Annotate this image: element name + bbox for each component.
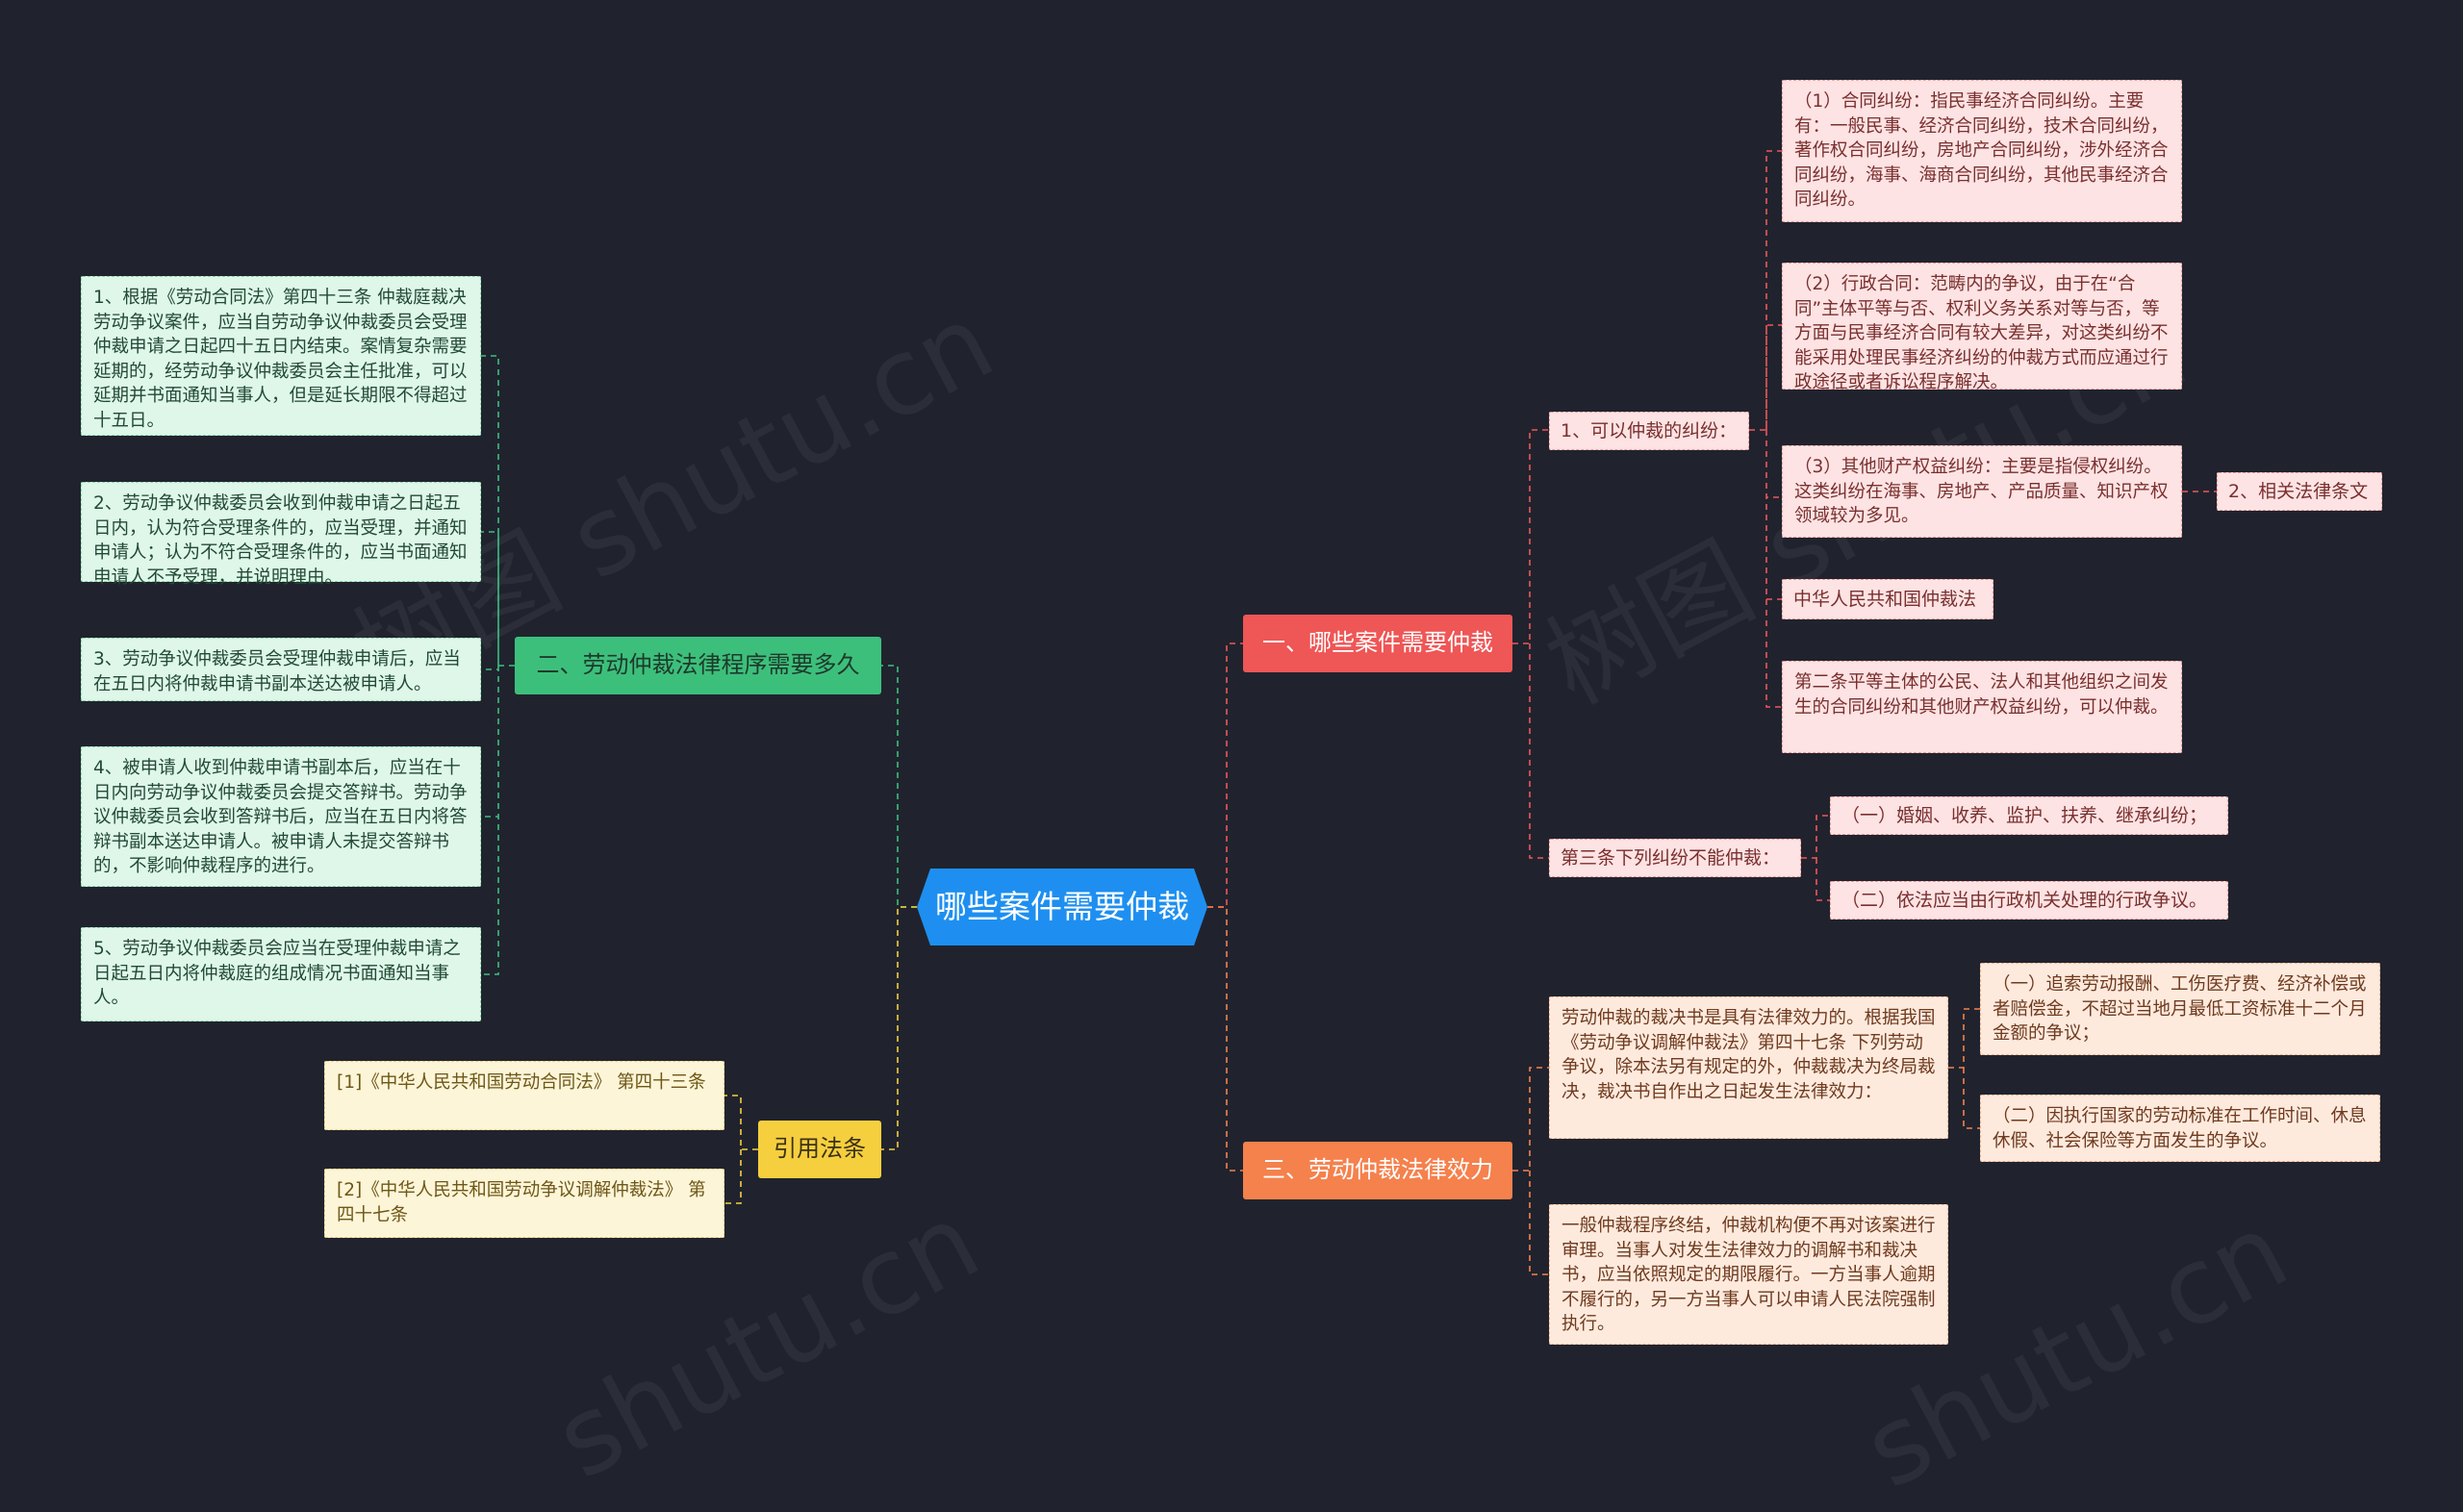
connector-b2-children	[481, 355, 515, 975]
node-award-effect[interactable]: 劳动仲裁的裁决书是具有法律效力的。根据我国《劳动争议调解仲裁法》第四十七条 下列…	[1549, 996, 1948, 1139]
node-contract-disputes[interactable]: （1）合同纠纷：指民事经济合同纠纷。主要有：一般民事、经济合同纠纷，技术合同纠纷…	[1782, 80, 2182, 222]
node-arbitration-law[interactable]: 中华人民共和国仲裁法	[1782, 579, 1993, 619]
node-administrative-disputes[interactable]: （二）依法应当由行政机关处理的行政争议。	[1830, 881, 2228, 920]
root-node[interactable]: 哪些案件需要仲裁	[917, 869, 1207, 945]
connector-disan-children	[1801, 815, 1830, 901]
connector-b1-disan	[1529, 643, 1549, 859]
node-procedure-step-5[interactable]: 5、劳动争议仲裁委员会应当在受理仲裁申请之日起五日内将仲裁庭的组成情况书面通知当…	[81, 927, 481, 1021]
node-arbitrable-disputes[interactable]: 1、可以仲裁的纠纷：	[1549, 412, 1749, 450]
branch-which-cases[interactable]: 一、哪些案件需要仲裁	[1243, 615, 1512, 672]
connector-root-b1	[1207, 643, 1243, 908]
connector-b3-children	[724, 1095, 758, 1204]
connector-lines	[481, 150, 2217, 1275]
node-procedure-termination[interactable]: 一般仲裁程序终结，仲裁机构便不再对该案进行审理。当事人对发生法律效力的调解书和裁…	[1549, 1204, 1948, 1345]
connector-b4-children	[1512, 1067, 1549, 1275]
connector-caijue-children	[1948, 1008, 1980, 1129]
mind-map-canvas: 树图 shutu.cn 树图 shutu.cn shutu.cn shutu.c…	[81, 80, 2382, 1512]
node-administrative-contracts[interactable]: （2）行政合同：范畴内的争议，由于在“合同”主体平等与否、权利义务关系对等与否，…	[1782, 263, 2182, 392]
node-procedure-step-4[interactable]: 4、被申请人收到仲裁申请书副本后，应当在十日内向劳动争议仲裁委员会提交答辩书。劳…	[81, 746, 481, 887]
node-marriage-disputes[interactable]: （一）婚姻、收养、监护、扶养、继承纠纷；	[1830, 796, 2228, 835]
connector-kejiu-children	[1749, 150, 1782, 708]
node-other-property-disputes[interactable]: （3）其他财产权益纠纷：主要是指侵权纠纷。这类纠纷在海事、房地产、产品质量、知识…	[1782, 445, 2182, 538]
node-article-three[interactable]: 第三条下列纠纷不能仲裁：	[1549, 839, 1801, 877]
node-cited-arbitration-law[interactable]: [2]《中华人民共和国劳动争议调解仲裁法》 第四十七条	[324, 1169, 724, 1238]
branch-procedure-duration[interactable]: 二、劳动仲裁法律程序需要多久	[515, 637, 881, 694]
node-article-two[interactable]: 第二条平等主体的公民、法人和其他组织之间发生的合同纠纷和其他财产权益纠纷，可以仲…	[1782, 661, 2182, 753]
node-procedure-step-1[interactable]: 1、根据《劳动合同法》第四十三条 仲裁庭裁决劳动争议案件，应当自劳动争议仲裁委员…	[81, 276, 481, 436]
connector-b1-kejiu	[1512, 429, 1549, 644]
connector-root-b2	[881, 665, 917, 908]
node-cited-labor-contract-law[interactable]: [1]《中华人民共和国劳动合同法》 第四十三条	[324, 1061, 724, 1130]
connector-root-b3	[881, 906, 917, 1150]
node-related-statutes[interactable]: 2、相关法律条文	[2217, 472, 2382, 511]
node-wage-claims[interactable]: （一）追索劳动报酬、工伤医疗费、经济补偿或者赔偿金，不超过当地月最低工资标准十二…	[1980, 963, 2380, 1055]
node-procedure-step-2[interactable]: 2、劳动争议仲裁委员会收到仲裁申请之日起五日内，认为符合受理条件的，应当受理，并…	[81, 482, 481, 588]
node-procedure-step-3[interactable]: 3、劳动争议仲裁委员会受理仲裁申请后，应当在五日内将仲裁申请书副本送达被申请人。	[81, 638, 481, 701]
connector-root-b4	[1207, 906, 1243, 1172]
branch-cited-statutes[interactable]: 引用法条	[758, 1121, 881, 1178]
node-labor-standards[interactable]: （二）因执行国家的劳动标准在工作时间、休息休假、社会保险等方面发生的争议。	[1980, 1095, 2380, 1162]
branch-legal-effect[interactable]: 三、劳动仲裁法律效力	[1243, 1142, 1512, 1199]
